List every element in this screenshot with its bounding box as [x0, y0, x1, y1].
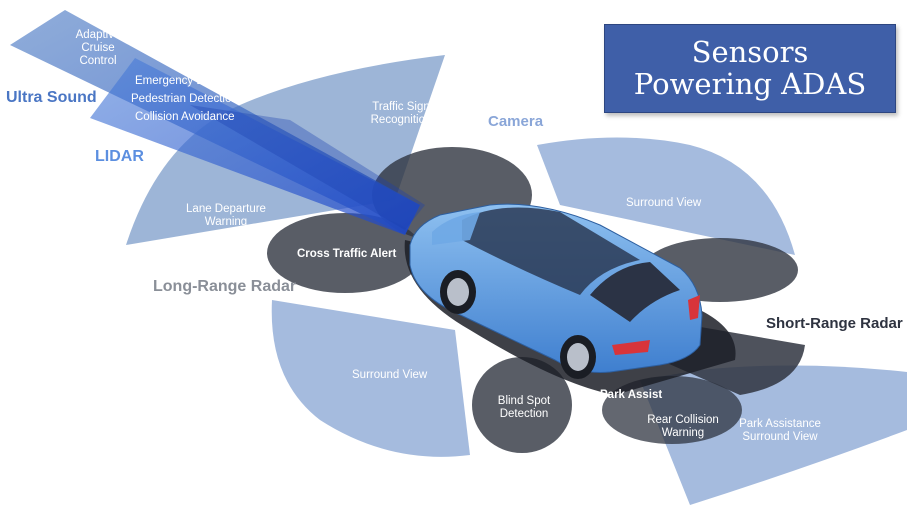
- label-surround-view-right: Surround View: [626, 197, 702, 209]
- label-surround-view-left: Surround View: [352, 369, 428, 381]
- label-rear-collision-warning: Rear Collision Warning: [647, 414, 719, 440]
- tail-light: [612, 340, 650, 355]
- car-roof: [462, 207, 640, 295]
- cross-traffic-radar: [267, 213, 423, 293]
- label-pedestrian-detection: Pedestrian Detection: [131, 93, 238, 105]
- side-light: [688, 295, 700, 320]
- rear-collision-radar: [602, 376, 742, 444]
- windshield: [432, 212, 480, 245]
- lidar-beam: [90, 58, 420, 235]
- label-cross-traffic-alert: Cross Traffic Alert: [297, 248, 397, 260]
- left-surround-view-zone: [271, 300, 470, 457]
- legend-lidar: LIDAR: [95, 148, 144, 165]
- label-emergency-braking: Emergency Braking: [135, 75, 236, 87]
- label-adaptive-cruise-control: Adaptive Cruise Control: [75, 29, 121, 68]
- rear-wheel-rim: [567, 343, 589, 371]
- legend-short-range-radar: Short-Range Radar: [766, 315, 903, 332]
- rear-window: [590, 262, 680, 322]
- diagram-title: Sensors Powering ADAS: [633, 34, 867, 101]
- label-collision-avoidance: Collision Avoidance: [135, 111, 235, 123]
- front-wheel-rim: [447, 278, 469, 306]
- label-traffic-sign-recognition: Traffic Sign Recognition: [370, 101, 432, 127]
- label-blind-spot-detection: Blind Spot Detection: [497, 395, 551, 421]
- title-box: Sensors Powering ADAS: [604, 24, 896, 113]
- car: [409, 203, 703, 379]
- legend-long-range-radar: Long-Range Radar: [153, 278, 297, 295]
- blind-spot-radar: [472, 357, 572, 453]
- right-surround-view-zone: [537, 137, 795, 255]
- label-park-assist: Park Assist: [600, 389, 663, 401]
- legend-camera: Camera: [488, 113, 544, 130]
- label-lane-departure-warning: Lane Departure Warning: [186, 203, 266, 229]
- label-park-assistance-surround-view: Park Assistance Surround View: [739, 418, 821, 444]
- lidar-beam-core: [190, 105, 425, 230]
- legend-ultra-sound: Ultra Sound: [6, 89, 97, 106]
